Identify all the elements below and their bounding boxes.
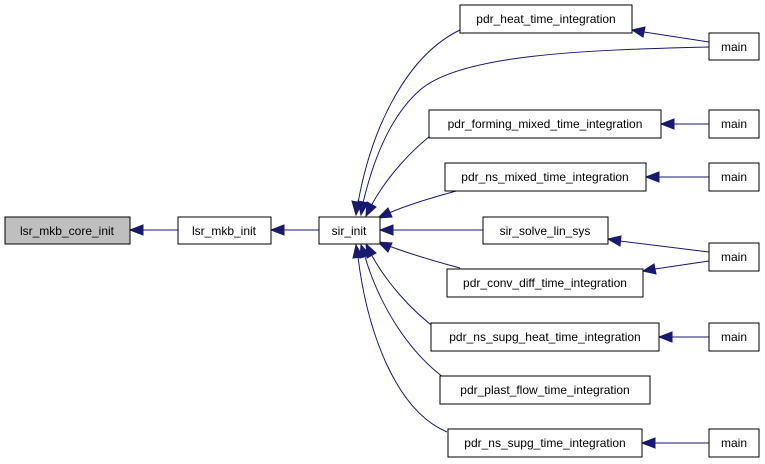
node-label: sir_solve_lin_sys: [500, 224, 591, 238]
node-lsr-mkb-core-init[interactable]: lsr_mkb_core_init: [4, 216, 131, 245]
node-pdr-forming-mixed-time-integration[interactable]: pdr_forming_mixed_time_integration: [428, 109, 662, 139]
node-main-3[interactable]: main: [708, 162, 760, 192]
edge-conv-diff-to-sir-init: [388, 245, 461, 269]
arrowhead: [359, 243, 371, 259]
node-main-1[interactable]: main: [708, 32, 760, 61]
arrowhead: [641, 263, 657, 275]
node-main-6[interactable]: main: [708, 428, 760, 458]
node-pdr-plast-flow-time-integration[interactable]: pdr_plast_flow_time_integration: [439, 375, 651, 405]
node-label: main: [721, 250, 747, 264]
edge-main1-to-heat: [643, 31, 710, 43]
node-label: lsr_mkb_core_init: [20, 224, 115, 238]
node-label: pdr_ns_supg_heat_time_integration: [449, 330, 640, 344]
arrowhead: [376, 241, 393, 253]
node-lsr-mkb-init[interactable]: lsr_mkb_init: [177, 216, 272, 245]
arrowhead: [659, 118, 675, 130]
node-sir-solve-lin-sys[interactable]: sir_solve_lin_sys: [482, 216, 609, 245]
edge-main4-to-conv-diff: [654, 260, 710, 270]
node-label: pdr_ns_mixed_time_integration: [461, 170, 628, 184]
node-label: pdr_heat_time_integration: [476, 12, 615, 26]
node-label: pdr_plast_flow_time_integration: [460, 383, 629, 397]
node-label: pdr_conv_diff_time_integration: [463, 276, 627, 290]
arrowhead: [269, 224, 285, 236]
node-pdr-ns-supg-time-integration[interactable]: pdr_ns_supg_time_integration: [447, 428, 643, 458]
node-label: sir_init: [332, 224, 367, 238]
node-label: main: [721, 330, 747, 344]
arrowhead: [365, 201, 377, 218]
arrowhead: [630, 26, 646, 38]
node-label: pdr_ns_supg_time_integration: [464, 436, 625, 450]
arrowhead: [376, 207, 393, 219]
node-pdr-ns-supg-heat-time-integration[interactable]: pdr_ns_supg_heat_time_integration: [430, 322, 660, 352]
node-pdr-heat-time-integration[interactable]: pdr_heat_time_integration: [459, 4, 633, 34]
node-label: lsr_mkb_init: [192, 224, 257, 238]
edge-forming-to-sir-init: [370, 129, 439, 207]
arrowhead: [640, 437, 656, 449]
edge-ns-supg-heat-to-sir-init: [370, 253, 439, 331]
node-label: main: [721, 117, 747, 131]
edge-main1-to-sir-init: [362, 46, 710, 204]
arrowhead: [128, 224, 144, 236]
graph-nodes: lsr_mkb_core_init lsr_mkb_init sir_init …: [4, 4, 760, 458]
node-pdr-ns-mixed-time-integration[interactable]: pdr_ns_mixed_time_integration: [444, 162, 647, 192]
edge-plast-flow-to-sir-init: [364, 256, 448, 381]
edge-main4-to-solve: [619, 240, 710, 253]
edge-ns-mixed-to-sir-init: [388, 189, 461, 214]
arrowhead: [378, 224, 394, 236]
node-main-5[interactable]: main: [708, 322, 760, 352]
node-main-2[interactable]: main: [708, 109, 760, 139]
node-label: main: [721, 170, 747, 184]
arrowhead: [357, 200, 369, 217]
node-pdr-conv-diff-time-integration[interactable]: pdr_conv_diff_time_integration: [446, 268, 644, 298]
node-main-4[interactable]: main: [708, 242, 760, 272]
arrowhead: [606, 235, 622, 247]
edge-heat-to-sir-init: [357, 29, 461, 204]
node-label: pdr_forming_mixed_time_integration: [448, 117, 643, 131]
node-label: main: [721, 40, 747, 54]
arrowhead: [657, 331, 673, 343]
arrowhead: [352, 243, 364, 259]
node-sir-init[interactable]: sir_init: [318, 216, 381, 245]
node-label: main: [721, 436, 747, 450]
edge-ns-supg-to-sir-init: [357, 256, 448, 433]
arrowhead: [644, 171, 660, 183]
